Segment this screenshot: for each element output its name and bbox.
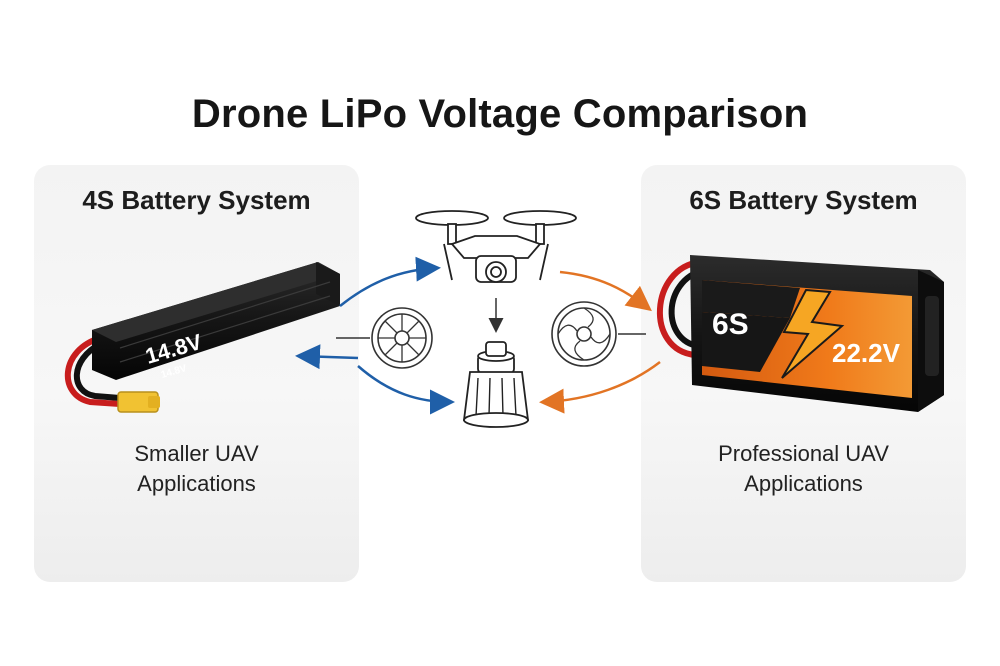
fan-right-icon <box>551 301 617 367</box>
arrow-blue-top <box>339 256 441 307</box>
panel-6s-caption-line1: Professional UAV <box>718 441 889 466</box>
panel-4s-title: 4S Battery System <box>82 185 311 215</box>
motor-icon <box>462 341 530 428</box>
battery-4s-icon: 14.8V 14.8V <box>64 262 340 413</box>
fan-left-icon <box>371 307 433 369</box>
panel-6s-caption: Professional UAV Applications <box>641 439 966 499</box>
quadcopter-icon <box>415 210 577 283</box>
arrow-blue-bottom <box>357 365 455 415</box>
arrow-orange-bottom <box>539 361 661 414</box>
arrow-blue-middle <box>295 344 359 370</box>
panel-6s-caption-line2: Applications <box>744 471 863 496</box>
arrow-orange-top <box>559 270 652 312</box>
battery-6s-icon: 6S 22.2V <box>657 255 944 412</box>
panel-4s-caption: Smaller UAV Applications <box>34 439 359 499</box>
panel-4s: 4S Battery System Smaller UAV Applicatio… <box>34 165 359 582</box>
panel-6s-title: 6S Battery System <box>689 185 918 215</box>
page-title: Drone LiPo Voltage Comparison <box>191 92 809 136</box>
battery-6s-voltage: 22.2V <box>832 338 901 368</box>
panel-4s-caption-line1: Smaller UAV <box>134 441 259 466</box>
battery-6s-cells: 6S <box>712 308 749 341</box>
battery-4s-label-small: 14.8V <box>160 363 188 381</box>
panel-4s-caption-line2: Applications <box>137 471 256 496</box>
